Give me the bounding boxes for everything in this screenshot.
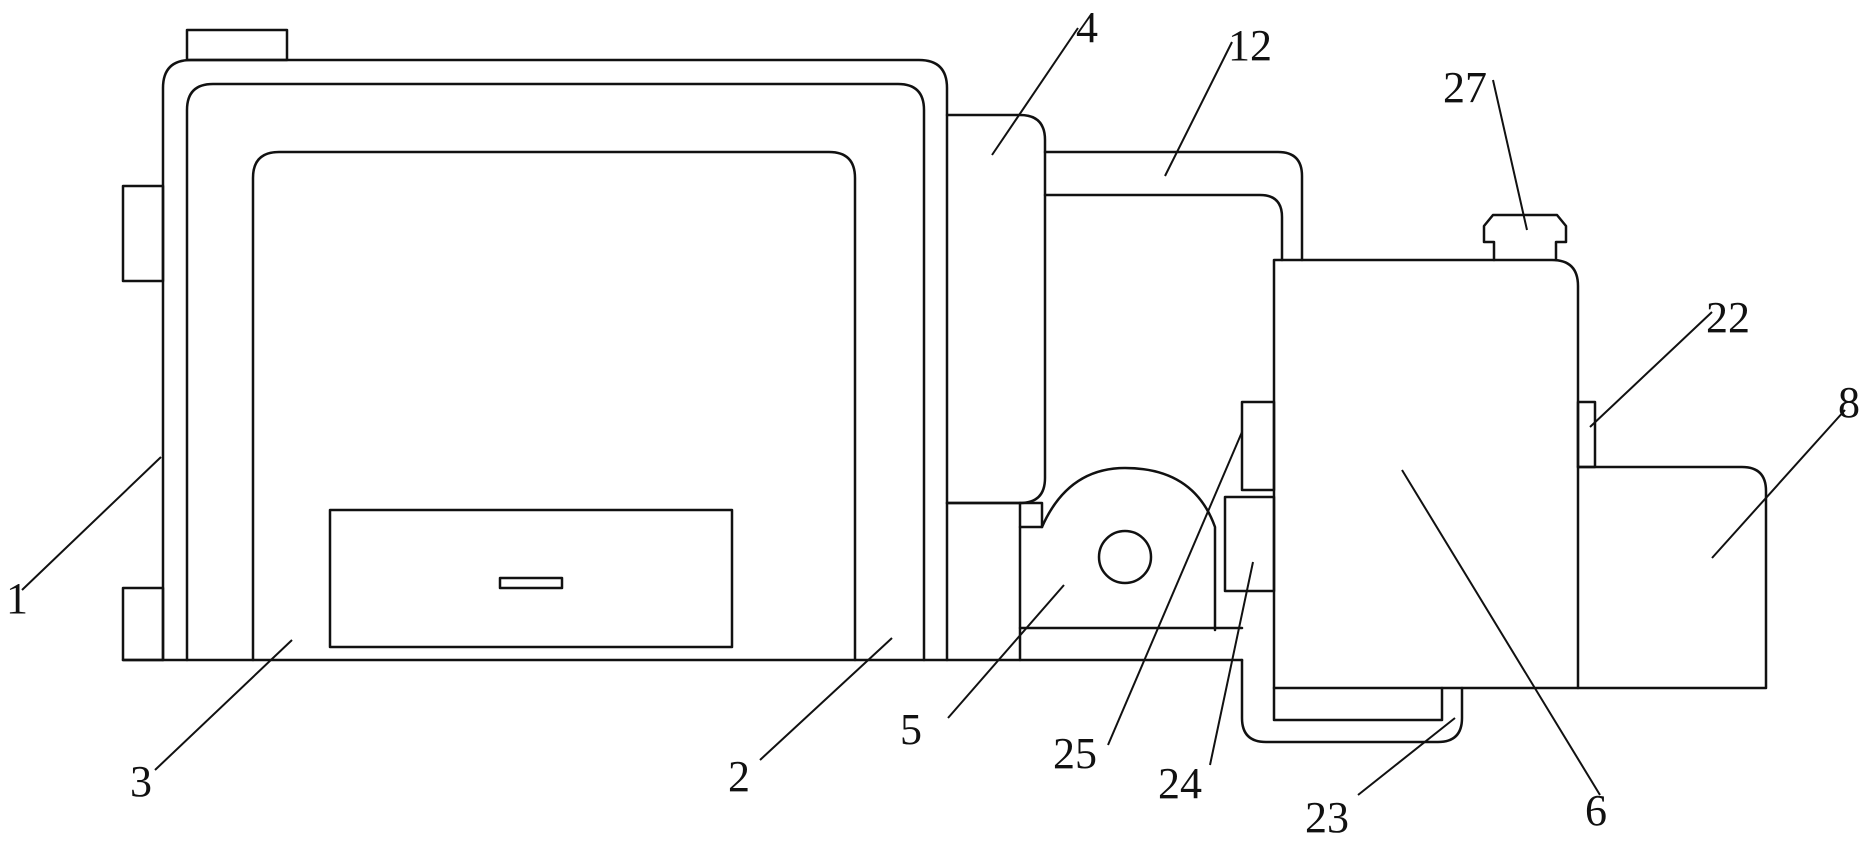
label-6: 6 (1585, 786, 1607, 835)
side-block (945, 113, 1047, 505)
drawer (328, 508, 734, 649)
label-3: 3 (130, 757, 152, 806)
label-1: 1 (6, 574, 28, 623)
connector-block-upper (1240, 400, 1276, 492)
pump-shaft-circle (1097, 529, 1153, 585)
label-4: 4 (1076, 3, 1098, 52)
main-housing (121, 28, 949, 662)
label-12: 12 (1228, 21, 1272, 70)
tank-body (1272, 258, 1580, 690)
label-27: 27 (1443, 63, 1487, 112)
inner-chamber (251, 150, 857, 662)
drain-pipe (1240, 658, 1464, 744)
outlet-box (1576, 465, 1768, 690)
label-22: 22 (1706, 293, 1750, 342)
leader-lines (21, 27, 1846, 796)
pump-assembly (945, 466, 1244, 662)
inner-shell (185, 82, 926, 662)
pipe (1043, 150, 1304, 262)
label-24: 24 (1158, 759, 1202, 808)
tank-cap (1482, 213, 1568, 262)
label-5: 5 (900, 705, 922, 754)
label-23: 23 (1305, 793, 1349, 842)
label-25: 25 (1053, 729, 1097, 778)
reference-numerals: 1 2 3 4 5 6 8 12 22 23 24 25 27 (6, 3, 1860, 842)
label-2: 2 (728, 752, 750, 801)
label-8: 8 (1838, 378, 1860, 427)
bracket (1576, 400, 1597, 469)
